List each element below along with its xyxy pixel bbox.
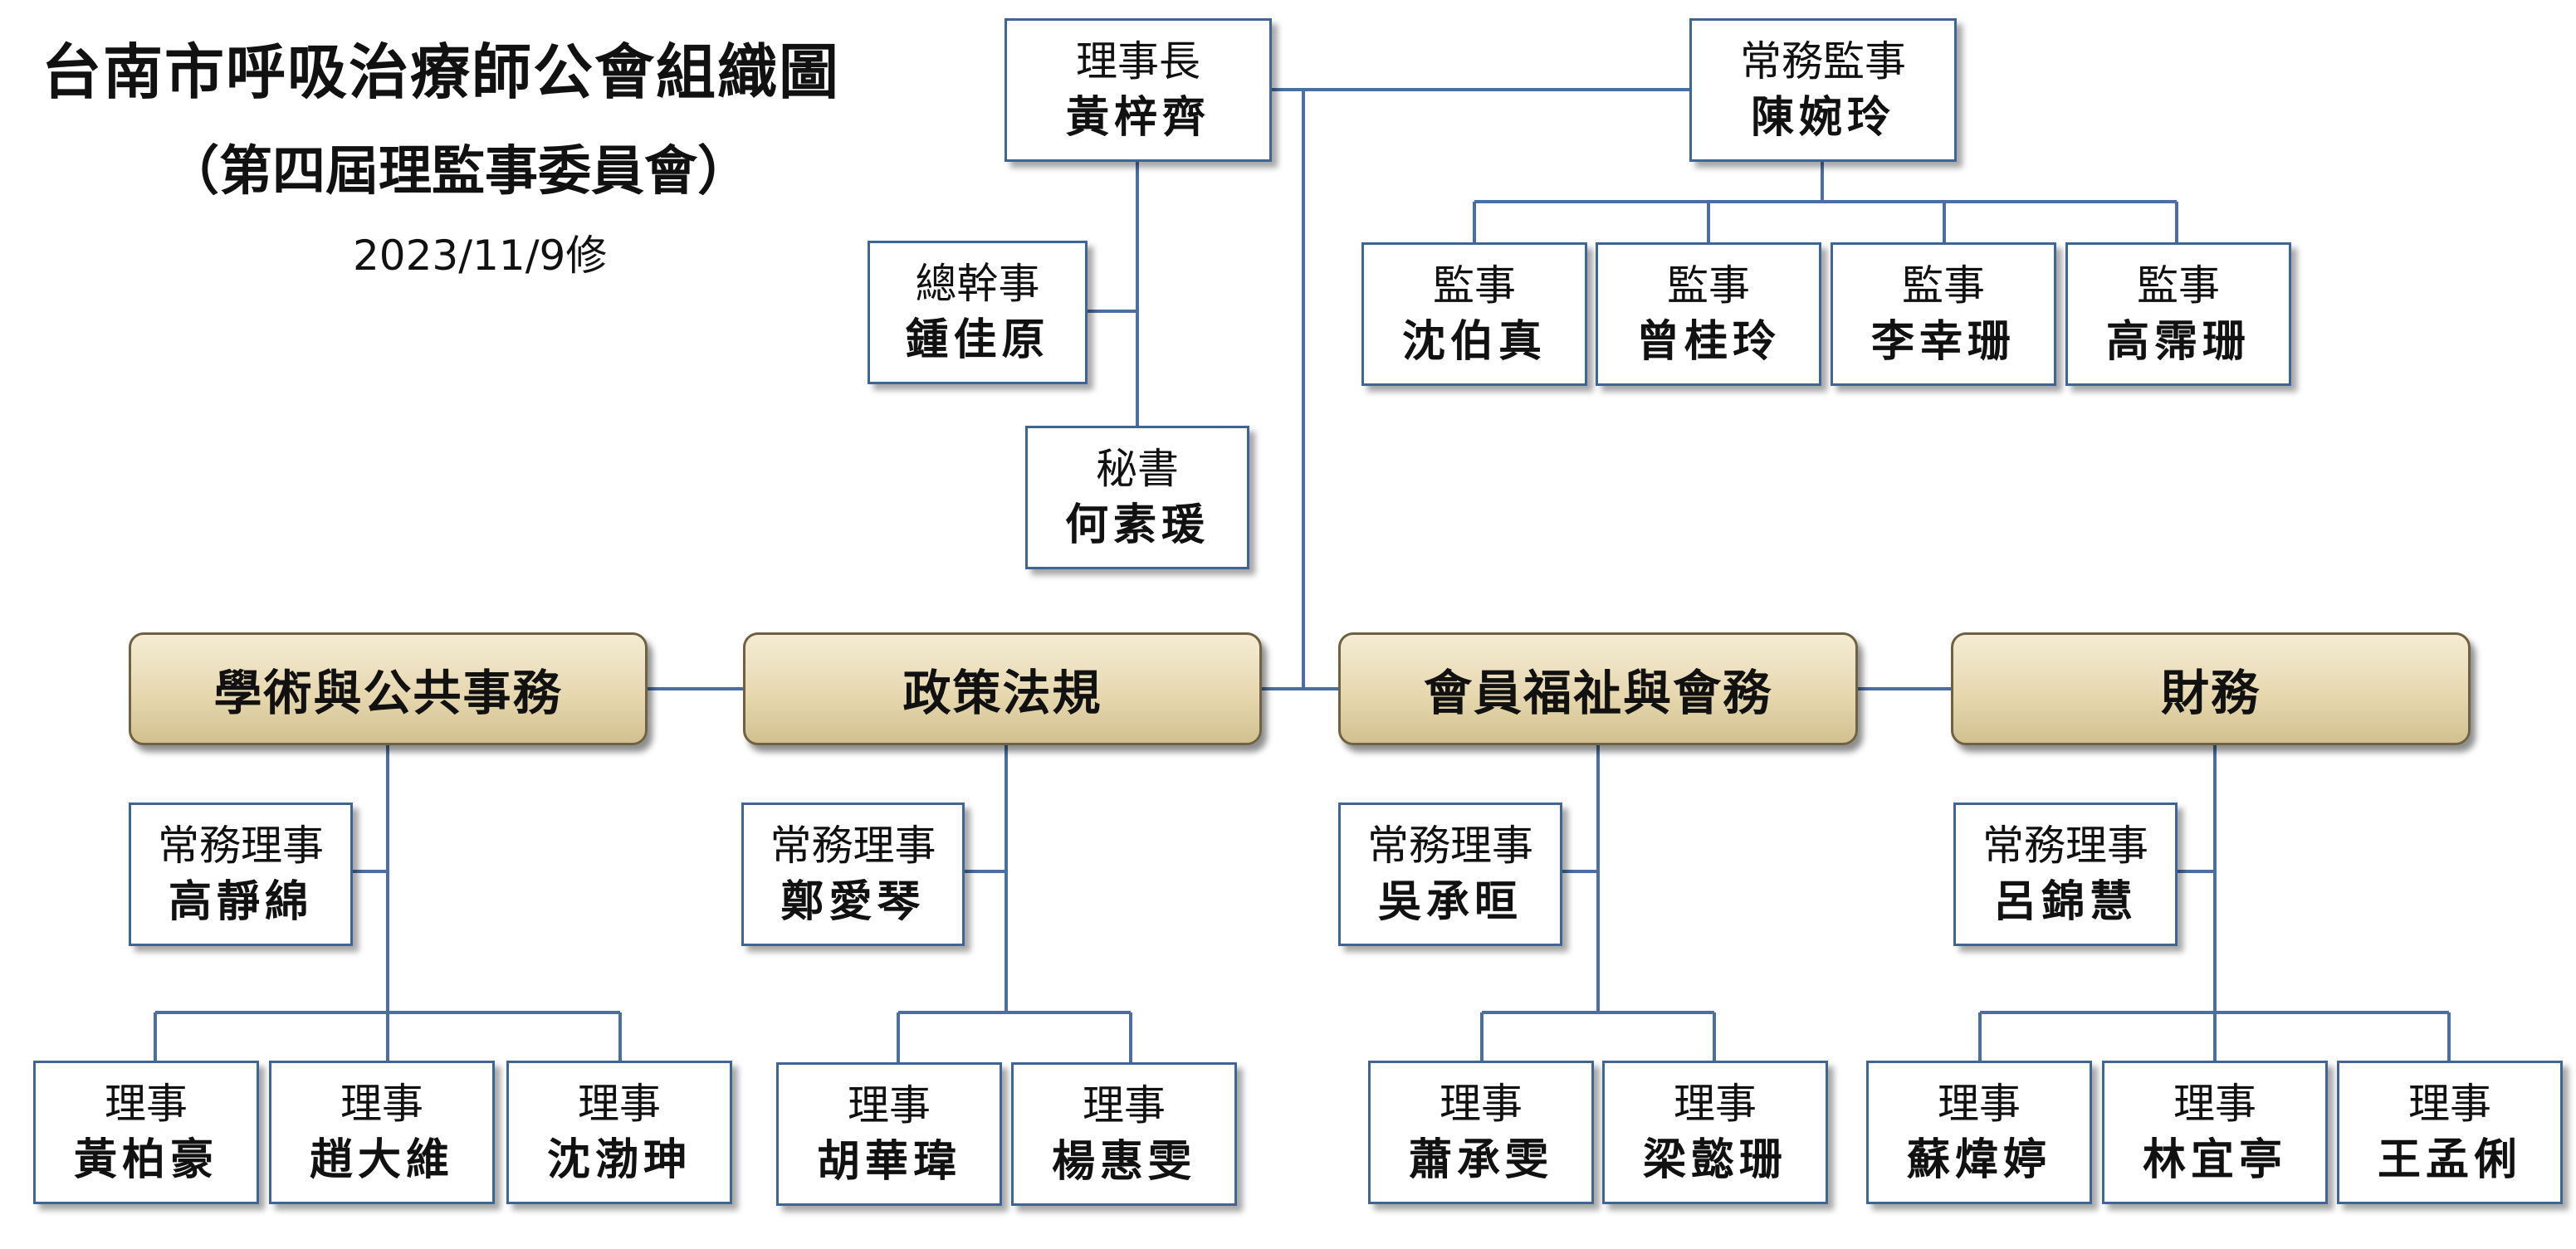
chairman-box: 理事長 黃梓齊 [1004,18,1272,162]
director-box: 理事 蕭承雯 [1368,1061,1594,1204]
supervisor-role: 監事 [1667,261,1750,310]
chairman-role: 理事長 [1076,37,1200,85]
director-box: 理事 沈渤珅 [506,1061,732,1204]
secretary-role: 秘書 [1096,444,1179,493]
director-role: 理事 [340,1079,423,1128]
supervisor-name: 曾桂玲 [1635,315,1781,367]
supervisor-name: 李幸珊 [1870,315,2016,367]
director-name: 蘇煒婷 [1906,1134,2051,1185]
executive-director-name: 吳承晅 [1377,876,1523,927]
director-role: 理事 [848,1081,931,1129]
chairman-name: 黃梓齊 [1065,91,1210,143]
director-name: 沈渤珅 [546,1134,692,1185]
department-member-welfare: 會員福祉與會務 [1338,632,1858,745]
supervisor-name: 高霈珊 [2105,315,2251,367]
director-box: 理事 趙大維 [269,1061,495,1204]
director-box: 理事 胡華瑋 [776,1062,1002,1206]
secretary-name: 何素瑗 [1064,499,1210,550]
director-name: 蕭承雯 [1408,1134,1553,1185]
supervisor-role: 監事 [1433,261,1516,310]
director-box: 理事 梁懿珊 [1602,1061,1828,1204]
director-name: 黃柏豪 [73,1134,218,1185]
supervisor-box: 監事 李幸珊 [1831,242,2056,386]
revision-date: 2023/11/9修 [353,232,608,280]
department-finance: 財務 [1951,632,2471,745]
director-role: 理事 [105,1079,188,1128]
director-box: 理事 楊惠雯 [1011,1062,1237,1206]
supervisor-box: 監事 沈伯真 [1361,242,1587,386]
executive-director-name: 鄭愛琴 [780,876,926,927]
chart-title: 台南市呼吸治療師公會組織圖 [42,37,841,107]
executive-director-name: 呂錦慧 [1992,876,2138,927]
supervisor-role: 監事 [2137,261,2220,310]
executive-director-role: 常務理事 [1982,821,2148,870]
secretary-general-box: 總幹事 鍾佳原 [868,241,1088,384]
secretary-box: 秘書 何素瑗 [1025,426,1249,569]
secretary-general-role: 總幹事 [915,259,1040,308]
director-role: 理事 [578,1079,661,1128]
director-name: 梁懿珊 [1642,1134,1787,1185]
director-box: 理事 林宜亭 [2102,1061,2328,1204]
executive-director-box: 常務理事 鄭愛琴 [741,803,965,946]
director-name: 胡華瑋 [816,1135,961,1187]
supervisor-box: 監事 高霈珊 [2065,242,2291,386]
director-name: 楊惠雯 [1051,1135,1196,1187]
executive-supervisor-role: 常務監事 [1740,37,1906,85]
director-name: 趙大維 [309,1134,454,1185]
director-role: 理事 [1083,1081,1166,1129]
executive-director-box: 常務理事 呂錦慧 [1953,803,2178,946]
executive-supervisor-box: 常務監事 陳婉玲 [1689,18,1957,162]
supervisor-box: 監事 曾桂玲 [1596,242,1821,386]
executive-director-role: 常務理事 [1367,821,1533,870]
director-role: 理事 [1440,1079,1523,1128]
supervisor-role: 監事 [1902,261,1985,310]
executive-director-box: 常務理事 高靜綿 [129,803,353,946]
supervisor-name: 沈伯真 [1401,315,1547,367]
executive-director-name: 高靜綿 [168,876,313,927]
director-box: 理事 王孟俐 [2337,1061,2563,1204]
executive-supervisor-name: 陳婉玲 [1750,91,1895,143]
department-policy-regulations: 政策法規 [743,632,1262,745]
chart-subtitle: （第四屆理監事委員會） [166,141,750,202]
director-role: 理事 [1938,1079,2021,1128]
secretary-general-name: 鍾佳原 [905,314,1050,365]
executive-director-box: 常務理事 吳承晅 [1338,803,1562,946]
executive-director-role: 常務理事 [158,821,324,870]
director-box: 理事 蘇煒婷 [1866,1061,2092,1204]
director-box: 理事 黃柏豪 [33,1061,259,1204]
department-academic-public-affairs: 學術與公共事務 [129,632,648,745]
director-role: 理事 [2173,1079,2256,1128]
director-role: 理事 [1674,1079,1757,1128]
director-role: 理事 [2408,1079,2491,1128]
director-name: 王孟俐 [2377,1134,2522,1185]
executive-director-role: 常務理事 [770,821,936,870]
director-name: 林宜亭 [2142,1134,2287,1185]
